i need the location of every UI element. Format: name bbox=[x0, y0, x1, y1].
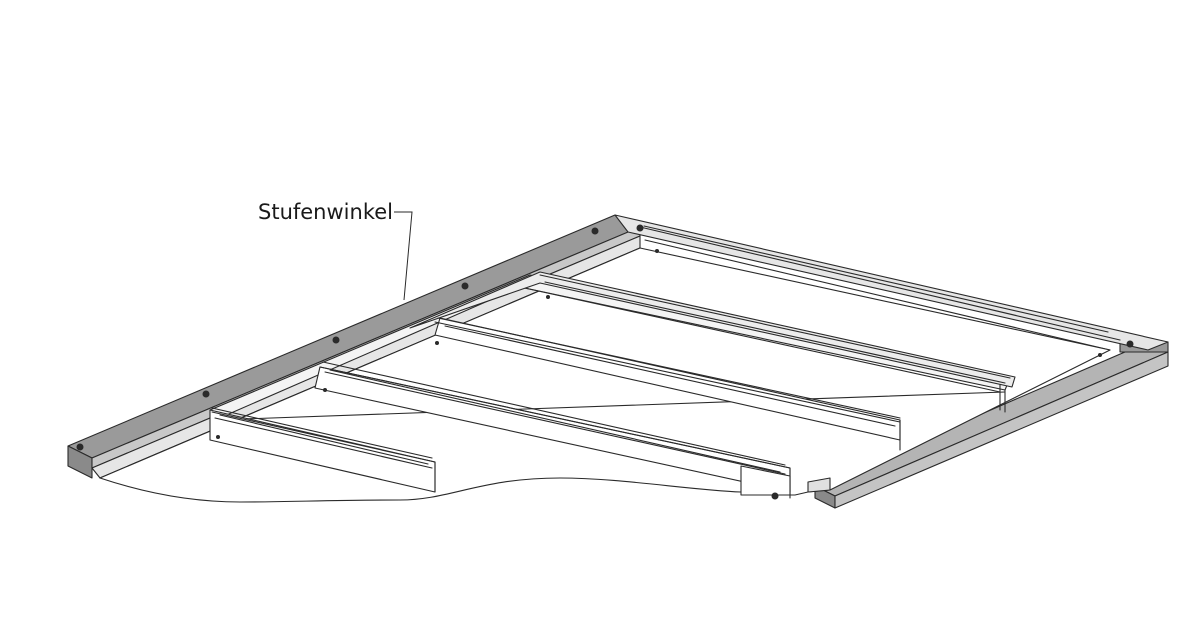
bolt-icon bbox=[636, 224, 644, 232]
bolt-icon bbox=[216, 435, 220, 439]
bolt-icon bbox=[1126, 340, 1134, 348]
cross-beam-4 bbox=[209, 409, 436, 493]
bolt-icon bbox=[323, 388, 327, 392]
floor-panel bbox=[99, 247, 1111, 503]
bolt-icon bbox=[655, 249, 659, 253]
end-plate bbox=[740, 465, 831, 496]
bolt-icon bbox=[332, 336, 340, 344]
bolt-icon bbox=[1098, 353, 1102, 357]
rail-bolts bbox=[76, 224, 1134, 500]
cross-beam-2 bbox=[409, 271, 1016, 451]
bolt-icon bbox=[76, 443, 84, 451]
beam-ribs bbox=[211, 225, 1109, 473]
bolt-icon bbox=[435, 341, 439, 345]
bolt-icon bbox=[546, 295, 550, 299]
right-frame-rail bbox=[814, 339, 1169, 509]
bolt-icon bbox=[461, 282, 469, 290]
callout-leader-line bbox=[394, 211, 413, 301]
callout-label: Stufenwinkel bbox=[258, 200, 393, 224]
bolt-icon bbox=[591, 227, 599, 235]
bolt-icon bbox=[771, 492, 779, 500]
bolt-icon bbox=[202, 390, 210, 398]
